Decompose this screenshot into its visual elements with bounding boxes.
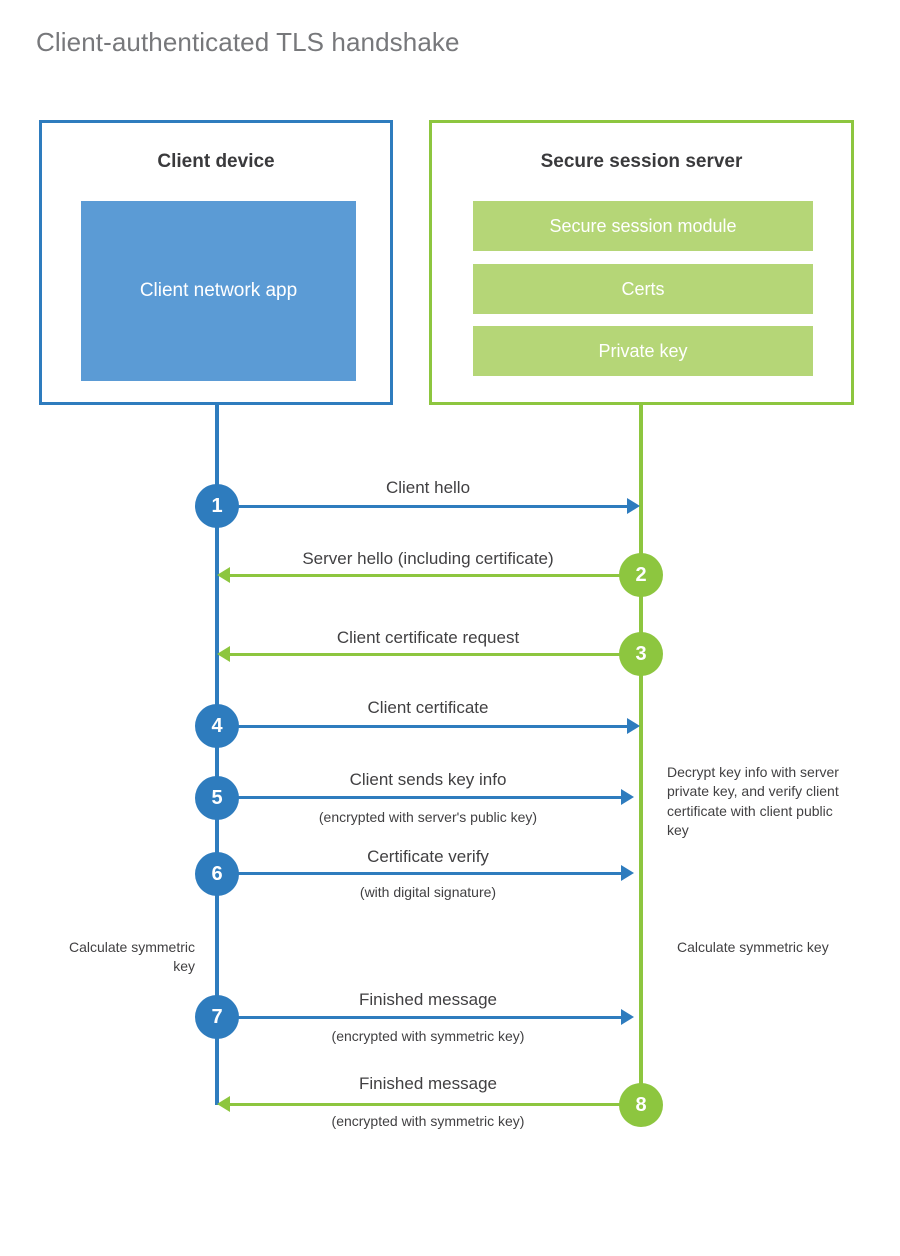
step-4-label: Client certificate [367,698,489,717]
step-7-circle[interactable]: 7 [195,995,239,1039]
step-5-label: Client sends key info [349,770,507,789]
note-server-decrypt-key-info: Decrypt key info with server private key… [667,764,839,838]
step-3-arrow-head [217,646,230,662]
step-7-label: Finished message [359,990,497,1009]
step-3-label: Client certificate request [336,628,520,647]
step-6-sublabel: (with digital signature) [359,884,497,900]
step-1-arrow-line [217,505,627,508]
secure-session-server-box: Secure session server Secure session mod… [429,120,854,405]
client-device-title: Client device [157,151,275,172]
step-1-label: Client hello [385,478,471,497]
step-4-arrow-line [217,725,627,728]
step-4-arrow-head [627,718,640,734]
step-5-circle[interactable]: 5 [195,776,239,820]
step-2-circle[interactable]: 2 [619,553,663,597]
server-component-certs: Certs [473,264,813,314]
server-lifeline [639,405,643,1105]
step-5-sublabel: (encrypted with server's public key) [318,809,538,825]
step-3-arrow-line [230,653,639,656]
client-device-box: Client device Client network app [39,120,393,405]
note-client-calculate-symmetric-key: Calculate symmetric key [68,939,195,975]
step-7-sublabel: (encrypted with symmetric key) [331,1028,525,1044]
step-6-label: Certificate verify [367,847,489,866]
server-component-private-key: Private key [473,326,813,376]
step-5-arrow-line [217,796,621,799]
step-1-arrow-head [627,498,640,514]
server-component-secure-session-module: Secure session module [473,201,813,251]
secure-session-server-title: Secure session server [540,151,743,172]
step-8-arrow-head [217,1096,230,1112]
step-8-arrow-line [230,1103,639,1106]
step-5-arrow-head [621,789,634,805]
step-6-arrow-line [217,872,621,875]
step-2-arrow-line [230,574,639,577]
step-8-circle[interactable]: 8 [619,1083,663,1127]
note-server-calculate-symmetric-key: Calculate symmetric key [677,939,829,955]
step-2-arrow-head [217,567,230,583]
page-title: Client-authenticated TLS handshake [36,27,460,57]
step-8-label: Finished message [359,1074,497,1093]
step-2-label: Server hello (including certificate) [302,549,554,568]
step-6-arrow-head [621,865,634,881]
step-1-circle[interactable]: 1 [195,484,239,528]
step-3-circle[interactable]: 3 [619,632,663,676]
client-network-app-block: Client network app [81,201,356,381]
step-4-circle[interactable]: 4 [195,704,239,748]
client-lifeline [215,405,219,1105]
step-7-arrow-head [621,1009,634,1025]
step-8-sublabel: (encrypted with symmetric key) [331,1113,525,1129]
step-7-arrow-line [217,1016,621,1019]
step-6-circle[interactable]: 6 [195,852,239,896]
